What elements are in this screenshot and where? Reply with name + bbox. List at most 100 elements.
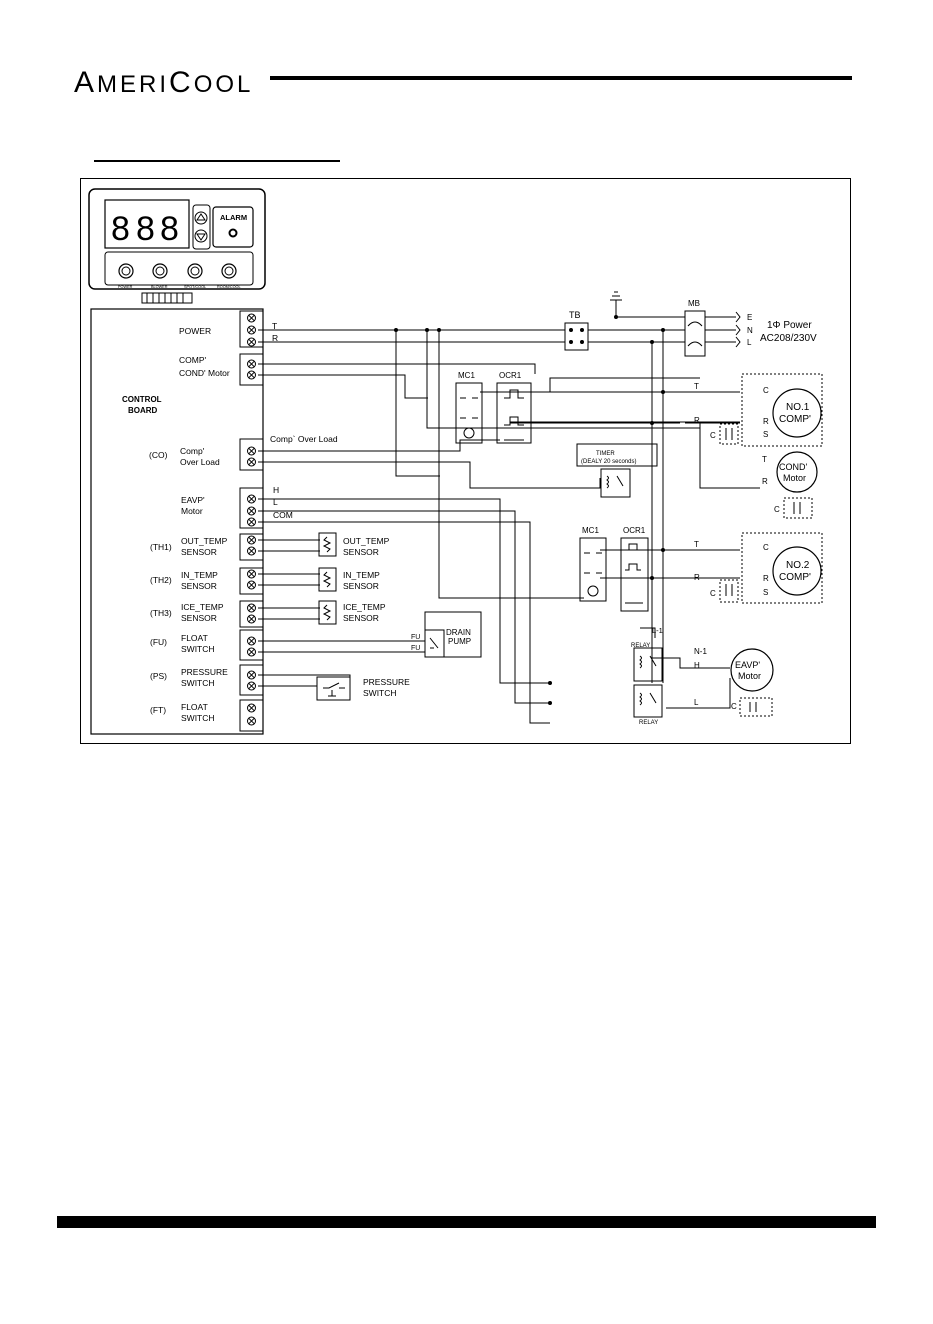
board-label-power: POWER (179, 326, 211, 336)
board-wire-r: R (272, 333, 278, 343)
drain-pump-label-1: DRAIN (446, 628, 471, 637)
terminal-screw-cross (248, 570, 255, 578)
terminal-screw-cross (248, 704, 255, 712)
no2-terminal-s: S (763, 588, 768, 597)
alarm-led (228, 228, 238, 238)
board-wire-l: L (273, 497, 278, 507)
relay-lower-label: RELAY (639, 720, 658, 726)
pressure-switch: PRESSURE SWITCH (316, 676, 410, 701)
terminal-screw-icon (247, 603, 256, 613)
spot-cool-button[interactable] (187, 263, 203, 279)
main-breaker-mb: MB E N L 1Φ Power AC208/230V (684, 299, 817, 357)
wiring-diagram: 8 8 8 ALARM POWER BLOWER SPOT/COOL ROOM/… (80, 178, 851, 744)
terminal-screw-icon (247, 580, 256, 590)
overload-relay-ocr1-lower: OCR1 (620, 526, 649, 612)
no2-comp-label-1: NO.2 (786, 560, 810, 571)
cond-motor-label-2: Motor (783, 473, 806, 483)
display-digit-1: 8 (111, 210, 130, 248)
no1-terminal-r: R (763, 417, 769, 426)
section-title-underline (94, 160, 340, 162)
board-label-switch-1: SWITCH (181, 644, 215, 654)
no1-cap-c: C (710, 431, 716, 440)
terminal-screw-cross (248, 648, 255, 656)
spot-cool-button-label: SPOT/COOL (184, 285, 206, 289)
compressor-no1: NO.1 COMP' C R S T R C (694, 373, 823, 447)
supply-label-l: L (747, 338, 752, 347)
drain-pump: DRAIN PUMP FU FU (411, 611, 482, 658)
board-wire-h: H (273, 485, 279, 495)
no2-wire-r: R (694, 573, 700, 582)
board-label-comp-overload-1: Comp' (180, 446, 205, 456)
board-label-eavp-2: Motor (181, 506, 203, 516)
control-board: CONTROL BOARD POWER COMP' COND' Motor (C… (90, 308, 264, 735)
cond-wire-t: T (762, 455, 767, 464)
control-board-title-1: CONTROL (122, 395, 162, 404)
ice-temp-sensor-label-1: ICE_TEMP (343, 602, 386, 612)
terminal-screw-icon (247, 569, 256, 579)
wiring (258, 291, 760, 724)
no1-terminal-c: C (763, 386, 769, 395)
terminal-screw-icon (247, 703, 256, 713)
footer-bar (57, 1216, 876, 1228)
eavp-motor-label-2: Motor (738, 671, 761, 681)
blower-button[interactable] (152, 263, 168, 279)
ocr1-lower-label: OCR1 (623, 526, 646, 535)
timer-label-1: TIMER (596, 451, 615, 457)
power-supply-label-1: 1Φ Power (767, 320, 812, 331)
no1-comp-label-1: NO.1 (786, 402, 810, 413)
board-label-float-2: FLOAT (181, 702, 208, 712)
terminal-screw-cross (248, 615, 255, 623)
tb-label: TB (569, 310, 581, 320)
supply-label-n: N (747, 326, 753, 335)
power-button[interactable] (118, 263, 134, 279)
board-label-th3: (TH3) (150, 608, 172, 618)
no2-wire-t: T (694, 540, 699, 549)
no1-wire-t: T (694, 382, 699, 391)
room-cool-button[interactable] (221, 263, 237, 279)
board-label-pressure: PRESSURE (181, 667, 228, 677)
no1-terminal-s: S (763, 430, 768, 439)
terminal-screw-icon (247, 636, 256, 646)
timer-module: TIMER (DEALY 20 seconds) (576, 443, 658, 498)
board-label-comp: COMP' (179, 355, 207, 365)
logo-letters-meri: MERI (97, 71, 170, 98)
mb-label: MB (688, 299, 700, 308)
terminal-screw-icon (247, 494, 256, 504)
terminal-screw-cross (248, 547, 255, 555)
terminal-screw-icon (247, 647, 256, 657)
pressure-switch-label-2: SWITCH (363, 688, 397, 698)
board-wire-com: COM (273, 510, 293, 520)
terminal-screw-cross (248, 495, 255, 503)
power-supply-label-2: AC208/230V (760, 333, 817, 344)
board-label-fu: (FU) (150, 637, 167, 647)
no2-cap-c: C (710, 589, 716, 598)
no2-terminal-r: R (763, 574, 769, 583)
relay-lower: RELAY (633, 684, 663, 726)
fu-wire-label-1: FU (411, 634, 420, 641)
board-label-switch-2: SWITCH (181, 678, 215, 688)
board-label-in-temp-sensor: SENSOR (181, 581, 217, 591)
terminal-screw-icon (247, 313, 256, 323)
terminal-screw-cross (248, 536, 255, 544)
supply-label-e: E (747, 313, 752, 322)
board-label-out-temp: OUT_TEMP (181, 536, 228, 546)
board-wire-t: T (272, 321, 277, 331)
terminal-screw-cross (248, 338, 255, 346)
condenser-motor: COND' Motor T R C (762, 451, 818, 519)
ocr1-upper-label: OCR1 (499, 371, 522, 380)
terminal-screw-cross (248, 671, 255, 679)
board-label-co: (CO) (149, 450, 168, 460)
brand-logo: AMERICOOL (74, 66, 253, 100)
contactor-mc1-lower: MC1 (579, 526, 607, 602)
terminal-screw-icon (247, 446, 256, 456)
up-arrow-button[interactable] (194, 211, 208, 225)
display-digit-2: 8 (136, 210, 155, 248)
control-board-title-2: BOARD (128, 406, 158, 415)
contactor-mc1-upper: MC1 (455, 371, 483, 444)
terminal-screw-cross (248, 326, 255, 334)
no1-wire-r: R (694, 416, 700, 425)
down-arrow-button[interactable] (194, 229, 208, 243)
cond-wire-r: R (762, 477, 768, 486)
control-panel: 8 8 8 ALARM POWER BLOWER SPOT/COOL ROOM/… (88, 188, 266, 304)
cond-motor-label-1: COND' (779, 462, 807, 472)
